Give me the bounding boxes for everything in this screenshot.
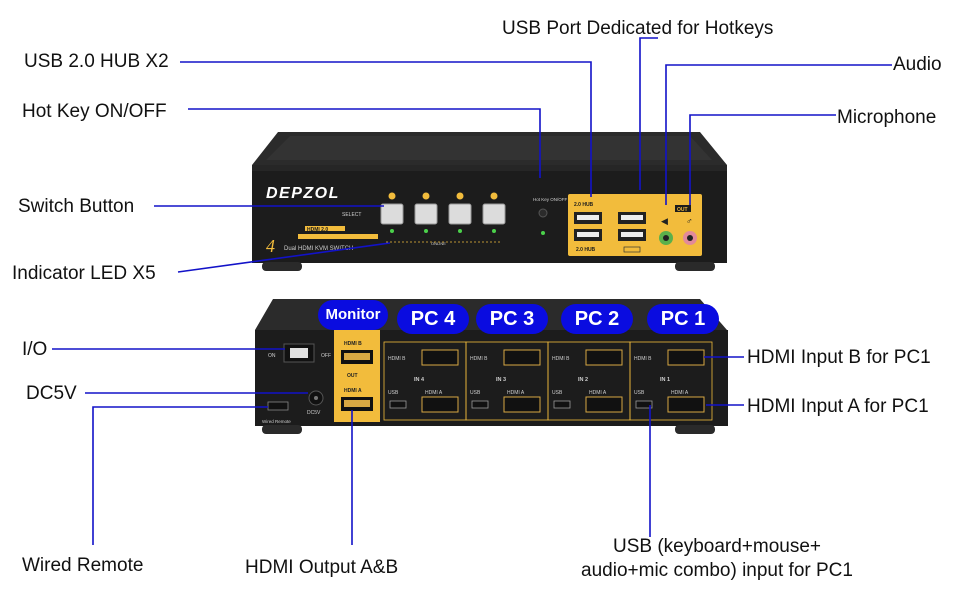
label-microphone: Microphone — [837, 107, 937, 128]
svg-text:HDMI A: HDMI A — [671, 390, 689, 396]
kvm-front-device: DEPZOL 4 Dual HDMI KVM SWITCH HDMI 2.0 S… — [252, 132, 727, 271]
label-switch-button: Switch Button — [18, 196, 135, 217]
svg-text:HDMI A: HDMI A — [344, 388, 362, 394]
pc4-badge: PC 4 — [397, 304, 469, 334]
line-microphone — [689, 114, 836, 205]
label-usb-input-line1: USB (keyboard+mouse+ — [612, 536, 822, 557]
label-hdmi-output: HDMI Output A&B — [245, 557, 399, 578]
pc3-badge: PC 3 — [476, 304, 548, 334]
monitor-badge: Monitor — [318, 300, 388, 330]
label-audio: Audio — [893, 54, 942, 75]
svg-text:USB: USB — [634, 390, 645, 396]
svg-text:IN 3: IN 3 — [496, 377, 506, 383]
label-indicator-led: Indicator LED X5 — [12, 263, 156, 284]
svg-text:USB: USB — [470, 390, 481, 396]
svg-text:USB: USB — [552, 390, 563, 396]
svg-text:HDMI A: HDMI A — [589, 390, 607, 396]
svg-text:Dual HDMI KVM SWITCH: Dual HDMI KVM SWITCH — [284, 246, 353, 252]
svg-text:ONLINE: ONLINE — [431, 241, 446, 246]
svg-text:Wired Remote: Wired Remote — [262, 419, 291, 424]
svg-text:OUT: OUT — [677, 207, 688, 213]
svg-text:HDMI B: HDMI B — [388, 356, 406, 362]
svg-text:HDMI A: HDMI A — [507, 390, 525, 396]
brand-logo: DEPZOL — [266, 185, 340, 202]
pc1-badge: PC 1 — [647, 304, 719, 334]
line-indicator-led — [177, 242, 391, 273]
svg-text:IN 1: IN 1 — [660, 377, 670, 383]
mic-icon: ♂ — [686, 216, 693, 226]
svg-text:IN 4: IN 4 — [414, 377, 425, 383]
callout-lines — [52, 37, 892, 545]
svg-text:2.0 HUB: 2.0 HUB — [576, 247, 596, 253]
label-io: I/O — [22, 339, 48, 360]
svg-text:ON: ON — [268, 353, 276, 359]
svg-text:USB: USB — [388, 390, 399, 396]
svg-text:HDMI B: HDMI B — [634, 356, 652, 362]
label-hdmi-a: HDMI Input A for PC1 — [747, 396, 929, 417]
svg-text:HDMI B: HDMI B — [470, 356, 488, 362]
svg-text:IN 2: IN 2 — [578, 377, 588, 383]
label-hotkey-port: USB Port Dedicated for Hotkeys — [502, 18, 774, 39]
svg-text:OFF: OFF — [321, 353, 331, 359]
label-hotkey: Hot Key ON/OFF — [22, 101, 167, 122]
svg-text:Hot Key ON/OFF: Hot Key ON/OFF — [533, 197, 568, 202]
line-usb-hub — [180, 61, 592, 197]
label-dc5v: DC5V — [26, 383, 77, 404]
svg-text:HDMI B: HDMI B — [552, 356, 570, 362]
line-hotkey — [188, 108, 541, 178]
svg-text:HDMI A: HDMI A — [425, 390, 443, 396]
label-usb-input-line2: audio+mic combo) input for PC1 — [581, 560, 853, 581]
pc2-badge: PC 2 — [561, 304, 633, 334]
label-usb-hub: USB 2.0 HUB X2 — [24, 51, 169, 72]
svg-text:DC5V: DC5V — [307, 410, 321, 416]
line-audio — [665, 64, 892, 205]
label-hdmi-b: HDMI Input B for PC1 — [747, 347, 931, 368]
speaker-icon: ◀ — [661, 216, 668, 226]
line-wired-remote — [92, 406, 268, 545]
label-wired-remote: Wired Remote — [22, 555, 144, 576]
line-hotkey-port — [639, 37, 658, 190]
svg-text:HDMI B: HDMI B — [344, 341, 362, 347]
svg-text:4: 4 — [266, 236, 275, 256]
svg-text:SELECT: SELECT — [342, 212, 361, 218]
switch-buttons: ONLINE — [380, 192, 506, 246]
svg-text:OUT: OUT — [347, 373, 358, 379]
svg-text:HDMI 2.0: HDMI 2.0 — [307, 227, 328, 233]
svg-text:2.0 HUB: 2.0 HUB — [574, 202, 594, 208]
